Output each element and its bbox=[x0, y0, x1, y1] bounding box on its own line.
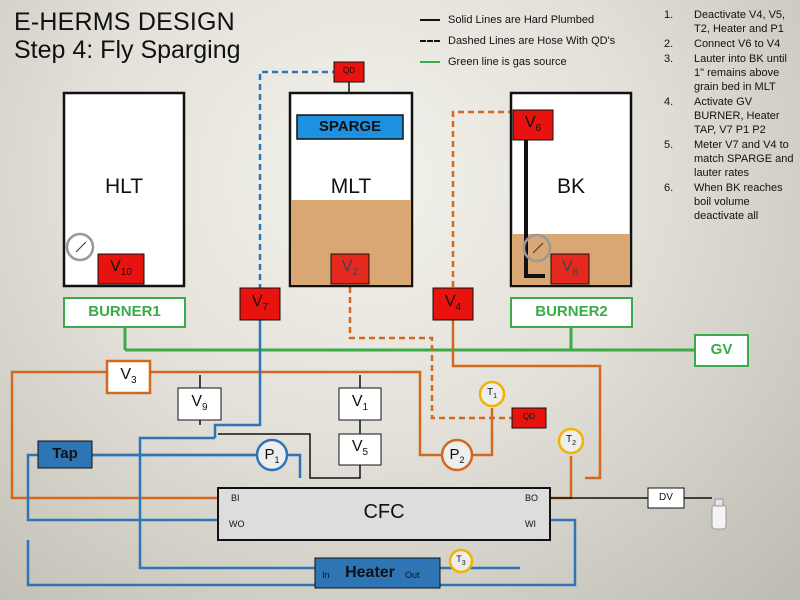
step-item: 5.Meter V7 and V4 to match SPARGE and la… bbox=[664, 139, 794, 179]
bk-label: BK bbox=[556, 175, 585, 198]
step-item: 3.Lauter into BK until 1" remains above … bbox=[664, 53, 787, 93]
mlt-label: MLT bbox=[330, 175, 372, 198]
legend-green: Green line is gas source bbox=[420, 56, 567, 68]
p1-label: P1 bbox=[264, 446, 280, 465]
gas-lines bbox=[123, 327, 695, 352]
qd-mid-label: QD bbox=[523, 412, 535, 421]
v3-box bbox=[105, 359, 152, 395]
v5-box bbox=[338, 433, 382, 466]
orange-lines bbox=[10, 320, 602, 500]
t3-circle bbox=[448, 548, 474, 574]
heater-label: Heater bbox=[345, 564, 395, 581]
burner1-box bbox=[63, 297, 186, 328]
step-item: 1.Deactivate V4, V5, T2, Heater and P1 bbox=[664, 9, 786, 35]
cfc-wi-label: WI bbox=[525, 519, 536, 529]
v1-box bbox=[338, 387, 382, 421]
cfc-label: CFC bbox=[363, 501, 405, 523]
t3-label: T3 bbox=[456, 554, 466, 567]
gv-box bbox=[694, 334, 749, 367]
t2-label: T2 bbox=[565, 434, 576, 447]
burner2-label: BURNER2 bbox=[535, 303, 608, 320]
p2-label: P2 bbox=[449, 446, 465, 465]
v2-label: V2 bbox=[341, 258, 359, 279]
dv-box bbox=[647, 487, 685, 509]
t1-circle bbox=[478, 380, 506, 408]
t2-circle bbox=[557, 427, 585, 455]
legend-dashed-text: Dashed Lines are Hose With QD's bbox=[448, 35, 616, 47]
v10-box bbox=[97, 253, 145, 285]
tap-label: Tap bbox=[52, 445, 78, 462]
cfc-box bbox=[217, 487, 551, 541]
sparge-arm bbox=[296, 114, 404, 140]
legend-solid: Solid Lines are Hard Plumbed bbox=[420, 14, 594, 26]
bk-gauge-icon bbox=[522, 233, 552, 263]
qd-top-box bbox=[333, 61, 365, 83]
v4-label: V4 bbox=[444, 293, 462, 314]
heater-out-label: Out bbox=[405, 570, 420, 580]
v6-label: V6 bbox=[524, 114, 542, 135]
heater-box bbox=[314, 557, 441, 589]
v1-label: V1 bbox=[351, 393, 369, 414]
blue-lines bbox=[26, 320, 577, 587]
gv-label: GV bbox=[710, 341, 733, 358]
burner2-box bbox=[510, 297, 633, 328]
v9-box bbox=[177, 387, 222, 421]
v7-label: V7 bbox=[251, 293, 269, 314]
p1-circle bbox=[255, 438, 289, 472]
qd-mid-box bbox=[511, 407, 547, 429]
v7-box bbox=[239, 287, 281, 321]
orange-hoses bbox=[348, 110, 512, 420]
step-item: 4.Activate GV BURNER, Heater TAP, V7 P1 … bbox=[664, 96, 780, 136]
blue-hose bbox=[258, 70, 335, 290]
cfc-wo-label: WO bbox=[229, 519, 245, 529]
sparge-label: SPARGE bbox=[318, 118, 382, 135]
legend-solid-text: Solid Lines are Hard Plumbed bbox=[448, 14, 595, 26]
bottle-icon bbox=[711, 498, 727, 530]
qd-top-label: QD bbox=[343, 66, 355, 75]
cfc-bi-label: BI bbox=[231, 493, 240, 503]
v5-label: V5 bbox=[351, 438, 369, 459]
burner1-label: BURNER1 bbox=[88, 303, 161, 320]
heater-in-label: In bbox=[322, 570, 330, 580]
v8-label: V8 bbox=[561, 258, 579, 279]
v3-label: V3 bbox=[120, 366, 137, 387]
steps-list: 1.Deactivate V4, V5, T2, Heater and P1 2… bbox=[658, 8, 798, 224]
legend-dashed: Dashed Lines are Hose With QD's bbox=[420, 35, 615, 47]
v8-box bbox=[550, 253, 590, 285]
step-item: 6.When BK reaches boil volume deactivate… bbox=[664, 182, 783, 222]
legend-green-text: Green line is gas source bbox=[448, 56, 567, 68]
dv-label: DV bbox=[659, 492, 673, 503]
page-subtitle: Step 4: Fly Sparging bbox=[14, 36, 241, 64]
hlt-label: HLT bbox=[104, 175, 144, 198]
v6-box bbox=[512, 109, 554, 141]
v4-box bbox=[432, 287, 474, 321]
step-item: 2.Connect V6 to V4 bbox=[664, 38, 781, 50]
cfc-bo-label: BO bbox=[525, 493, 539, 503]
v10-label: V10 bbox=[110, 258, 132, 279]
p2-circle bbox=[440, 438, 474, 472]
page-title: E-HERMS DESIGN bbox=[14, 8, 235, 36]
v9-label: V9 bbox=[191, 393, 208, 414]
hlt-gauge-icon bbox=[65, 232, 95, 262]
tap-box bbox=[37, 440, 93, 469]
v2-box bbox=[330, 253, 370, 285]
t1-label: T1 bbox=[486, 387, 497, 400]
